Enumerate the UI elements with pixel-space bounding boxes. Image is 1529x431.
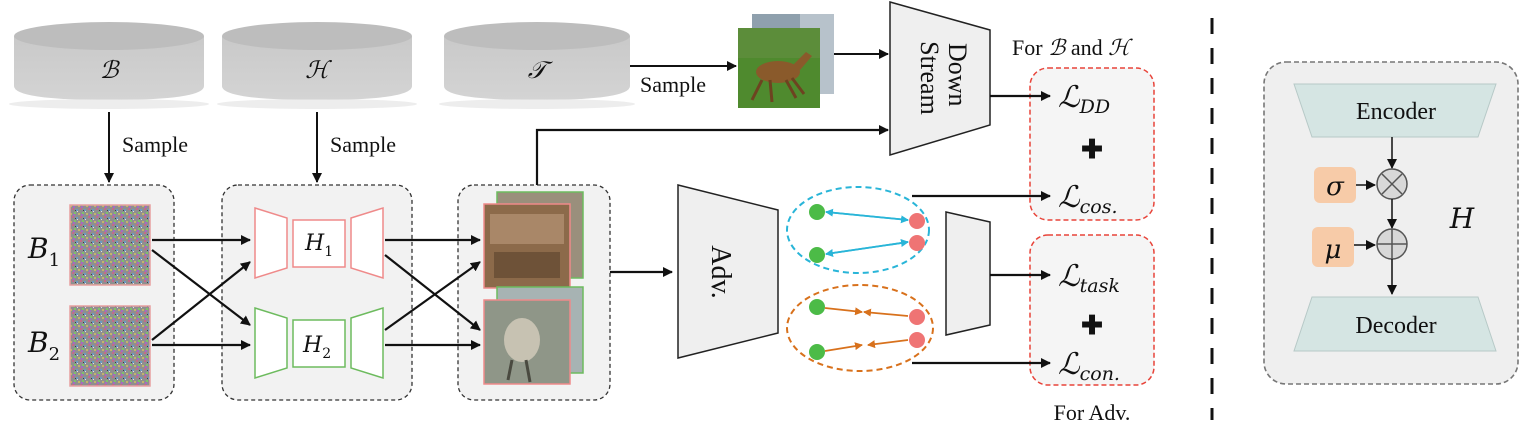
hallucinator-h2: H2 [254, 306, 384, 380]
loss-dd: ℒDD [1058, 80, 1110, 118]
sigma-label: σ [1326, 172, 1345, 202]
downstream-label-2: Stream [915, 41, 944, 115]
green-dot [809, 299, 825, 315]
red-dot [909, 309, 925, 325]
encoder-label: Encoder [1356, 99, 1436, 125]
green-dot [809, 344, 825, 360]
sample-label-t: Sample [640, 72, 706, 97]
loss-arrows [912, 91, 1051, 368]
dataset-cylinder-h: ℋ [217, 22, 417, 109]
sample-label-b: Sample [122, 132, 188, 157]
adv-model: Adv. [677, 184, 779, 359]
task-head [945, 211, 991, 336]
decoder-block [1293, 296, 1497, 352]
decoder-label: Decoder [1355, 313, 1436, 339]
loss-task: ℒtask [1058, 259, 1120, 297]
downstream-model: Down Stream [889, 1, 991, 157]
batch-to-hallucinator-arrows [151, 235, 251, 350]
green-dot [809, 204, 825, 220]
hallucinator-h1: H1 [254, 206, 384, 280]
green-dot [809, 247, 825, 263]
dataset-b-label: ℬ [100, 56, 121, 84]
sigma-param [1314, 167, 1356, 203]
h1-label: H1 [304, 231, 333, 260]
sample-label-h: Sample [330, 132, 396, 157]
h-detail-label: H [1449, 202, 1475, 235]
red-dot [909, 332, 925, 348]
batch-b1-label: B1 [27, 232, 60, 271]
mu-label: μ [1325, 235, 1342, 265]
dataset-cylinder-t: 𝒯 [439, 22, 635, 109]
dataset-h-label: ℋ [305, 56, 332, 84]
adv-label: Adv. [705, 245, 736, 298]
h2-label: H2 [302, 333, 331, 362]
for-b-and-h-label: For ℬ and ℋ [1012, 35, 1133, 61]
red-dot [909, 213, 925, 229]
target-sample-images [738, 14, 834, 108]
cosine-feature-cluster [786, 186, 930, 274]
hallucinator-detail: Encoder σ μ Decoder H [1263, 61, 1519, 385]
loss-box-bh [1029, 67, 1155, 221]
batch-b2-label: B2 [27, 326, 60, 365]
noise-image-b2 [69, 305, 151, 387]
loss-con: ℒcon. [1058, 347, 1120, 385]
loss-cos: ℒcos. [1058, 180, 1117, 218]
noise-image-b1 [69, 204, 151, 286]
plus-icon: ✚ [1081, 311, 1103, 340]
loss-box-adv [1029, 234, 1155, 386]
downstream-label-1: Down [943, 43, 972, 107]
generated-images [483, 191, 584, 385]
mu-param [1312, 227, 1354, 267]
red-dot [909, 235, 925, 251]
generated-to-downstream-arrow [535, 125, 889, 185]
dataset-cylinder-b: ℬ [9, 22, 209, 109]
svg-text:Down Stream: Down Stream [915, 41, 972, 115]
hallucinator-to-generated-arrows [384, 235, 481, 350]
plus-icon: ✚ [1081, 135, 1103, 164]
encoder-block [1293, 83, 1497, 138]
for-adv-label: For Adv. [1054, 400, 1131, 425]
contrastive-feature-cluster [786, 284, 934, 372]
